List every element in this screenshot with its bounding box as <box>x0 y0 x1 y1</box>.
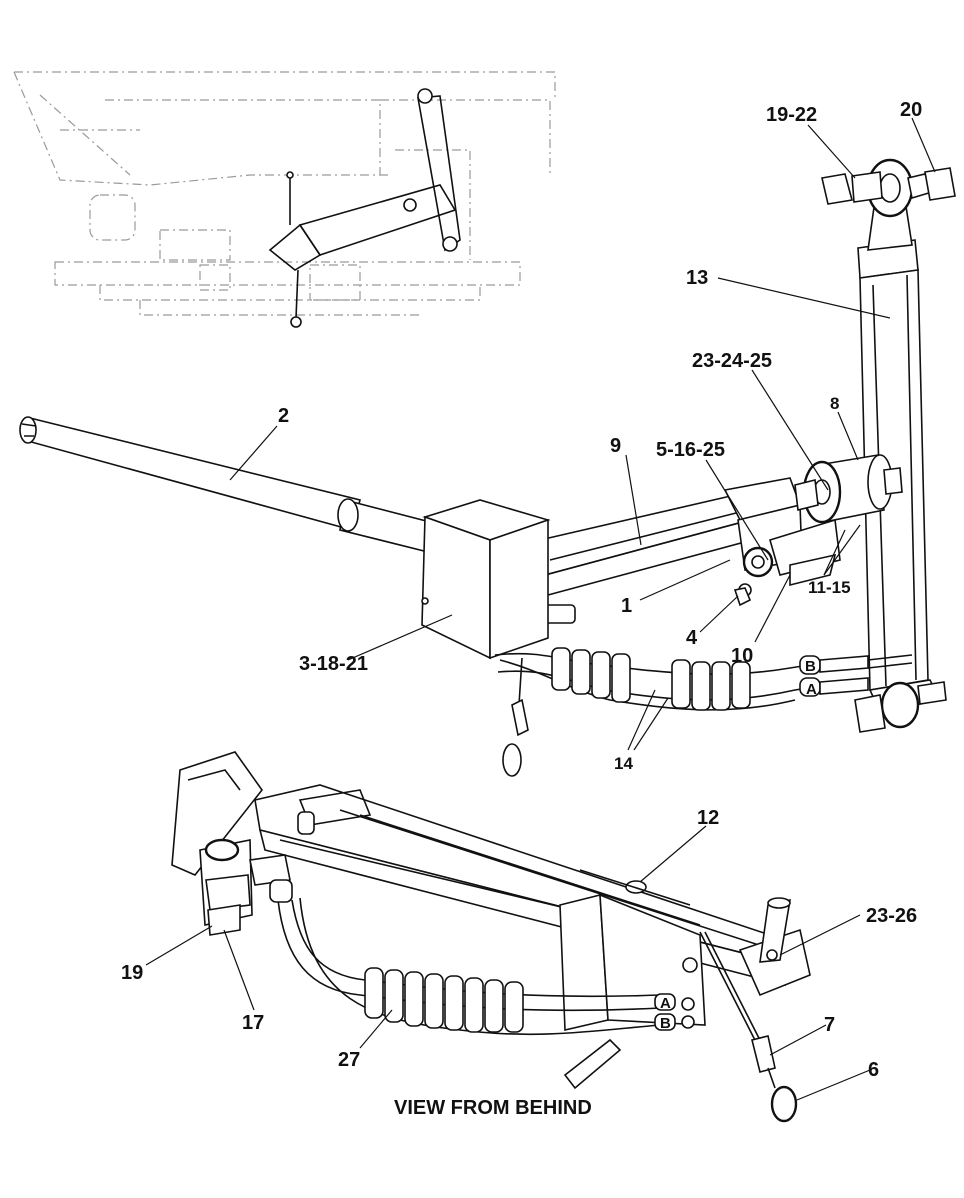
tube-part-2 <box>19 416 431 554</box>
label-27: 27 <box>338 1049 360 1071</box>
hose-letter-b-upper: B <box>805 658 816 675</box>
lock-pin-cable <box>502 657 529 777</box>
part-labels: 19-22 20 13 23-24-25 8 2 9 5-16-25 1 11-… <box>121 99 922 1119</box>
label-23-26: 23-26 <box>866 905 917 927</box>
hose-letter-b-lower: B <box>660 1015 671 1032</box>
label-8: 8 <box>830 394 839 413</box>
label-6: 6 <box>868 1059 879 1081</box>
label-9: 9 <box>610 435 621 457</box>
label-14: 14 <box>614 754 633 773</box>
label-20: 20 <box>900 99 922 121</box>
label-3-18-21: 3-18-21 <box>299 653 368 675</box>
label-17: 17 <box>242 1012 264 1034</box>
label-5-16-25: 5-16-25 <box>656 439 725 461</box>
label-11-15: 11-15 <box>808 578 851 597</box>
hose-letter-a-lower: A <box>660 995 671 1012</box>
inset-location-view <box>13 71 556 328</box>
label-13: 13 <box>686 267 708 289</box>
pivot-bracket <box>723 477 841 607</box>
label-23-24-25: 23-24-25 <box>692 350 772 372</box>
label-10: 10 <box>731 645 753 667</box>
frame-part-9 <box>539 494 753 624</box>
label-12: 12 <box>697 807 719 829</box>
leader-lines <box>145 117 936 1101</box>
rear-view-assembly: A B <box>171 751 811 1123</box>
main-assembly: B A <box>19 158 956 777</box>
label-4: 4 <box>686 627 698 649</box>
box-housing-part-3 <box>421 499 551 660</box>
label-2: 2 <box>278 405 289 427</box>
label-19-22: 19-22 <box>766 104 817 126</box>
hoses-part-14: B A <box>494 647 869 711</box>
label-19: 19 <box>121 962 143 984</box>
label-7: 7 <box>824 1014 835 1036</box>
hydraulic-cylinder-part-13 <box>821 158 956 733</box>
pivot-pin-part-8 <box>794 454 903 524</box>
view-caption: VIEW FROM BEHIND <box>394 1097 592 1119</box>
label-1: 1 <box>621 595 632 617</box>
hose-letter-a-upper: A <box>806 681 817 698</box>
